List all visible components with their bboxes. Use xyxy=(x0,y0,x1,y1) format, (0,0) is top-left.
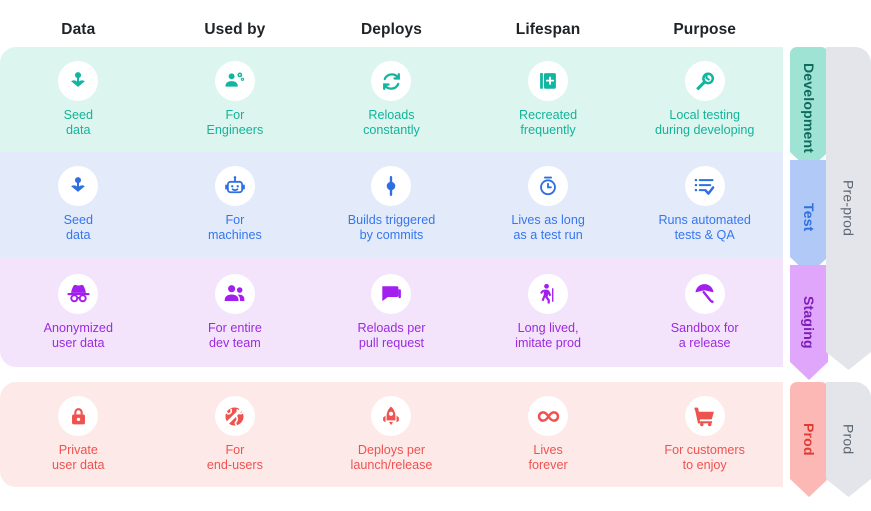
globe-blocked-icon xyxy=(214,396,255,436)
cell-label: Long lived, imitate prod xyxy=(515,320,581,350)
stage-arrow-prod[interactable]: Prod xyxy=(790,382,828,497)
column-header-row: Data Used by Deploys Lifespan Purpose xyxy=(0,14,783,46)
row-development: Seed data For Engineers R xyxy=(0,47,783,152)
cell-test-deploys: Builds triggered by commits xyxy=(313,166,470,243)
cell-label: Runs automated tests & QA xyxy=(658,213,751,242)
stage-label: Prod xyxy=(801,423,817,456)
wrench-icon xyxy=(684,61,725,101)
row-test: Seed data For machines xyxy=(0,152,783,257)
people-group-icon xyxy=(214,273,255,314)
stage-label: Test xyxy=(801,203,817,232)
cell-staging-lifespan: Long lived, imitate prod xyxy=(470,273,627,351)
cell-test-data: Seed data xyxy=(0,166,157,243)
engineer-gears-icon xyxy=(214,61,255,101)
cell-development-data: Seed data xyxy=(0,61,157,138)
flower-seedling-icon xyxy=(58,61,99,101)
cell-test-used-by: For machines xyxy=(157,166,314,243)
cell-label: Recreated frequently xyxy=(519,108,578,137)
cell-label: Sandbox for a release xyxy=(670,320,739,350)
cell-test-lifespan: Lives as long as a test run xyxy=(470,166,627,243)
stopwatch-icon xyxy=(528,166,569,206)
cell-development-used-by: For Engineers xyxy=(157,61,314,138)
cell-label: Lives as long as a test run xyxy=(511,213,585,242)
cell-prod-lifespan: Lives forever xyxy=(470,396,627,473)
cell-prod-used-by: For end-users xyxy=(157,396,314,473)
cell-label: Builds triggered by commits xyxy=(347,213,436,242)
flower-seedling-icon xyxy=(58,166,99,206)
group-label: Prod xyxy=(840,424,857,455)
refresh-loop-icon xyxy=(371,61,412,101)
infinity-icon xyxy=(528,396,569,436)
cell-label: Deploys per launch/release xyxy=(350,443,433,472)
cell-prod-data: Private user data xyxy=(0,396,157,473)
robot-icon xyxy=(214,166,255,206)
cell-staging-data: Anonymized user data xyxy=(0,273,157,351)
commit-node-icon xyxy=(371,166,412,206)
add-copy-icon xyxy=(528,61,569,101)
chat-bubble-icon xyxy=(371,273,412,314)
cell-label: For Engineers xyxy=(206,108,264,137)
cell-label: Private user data xyxy=(52,443,105,472)
stage-label: Staging xyxy=(801,296,817,349)
shopping-cart-icon xyxy=(684,396,725,436)
umbrella-icon xyxy=(684,273,725,314)
cell-label: Local testing during developing xyxy=(654,108,755,137)
stage-arrow-staging[interactable]: Staging xyxy=(790,265,828,380)
stage-label: Development xyxy=(801,63,817,154)
cell-prod-deploys: Deploys per launch/release xyxy=(313,396,470,473)
stage-arrow-development[interactable]: Development xyxy=(790,47,828,170)
column-header-deploys: Deploys xyxy=(360,21,422,38)
column-header-lifespan: Lifespan xyxy=(515,21,581,38)
cell-label: Reloads constantly xyxy=(363,108,420,137)
cell-label: For end-users xyxy=(206,443,263,472)
group-column-prod[interactable]: Prod xyxy=(826,382,871,497)
walking-person-icon xyxy=(528,273,569,314)
group-column-pre-prod[interactable]: Pre-prod xyxy=(826,47,871,370)
cell-label: Seed data xyxy=(63,108,93,137)
cell-development-purpose: Local testing during developing xyxy=(626,61,783,138)
cell-prod-purpose: For customers to enjoy xyxy=(626,396,783,473)
cell-development-deploys: Reloads constantly xyxy=(313,61,470,138)
column-header-used-by: Used by xyxy=(204,21,266,38)
row-staging: Anonymized user data For entire dev team xyxy=(0,257,783,367)
column-header-data: Data xyxy=(61,21,96,38)
row-prod: Private user data For end-users xyxy=(0,382,783,487)
group-label: Pre-prod xyxy=(840,180,857,237)
cell-staging-deploys: Reloads per pull request xyxy=(313,273,470,351)
cell-label: For machines xyxy=(207,213,262,242)
cell-test-purpose: Runs automated tests & QA xyxy=(626,166,783,243)
cell-staging-purpose: Sandbox for a release xyxy=(626,273,783,351)
cell-label: Anonymized user data xyxy=(43,320,113,350)
cell-label: Reloads per pull request xyxy=(357,320,426,350)
cell-label: For customers to enjoy xyxy=(664,443,745,472)
cell-label: For entire dev team xyxy=(207,320,262,350)
cell-label: Seed data xyxy=(63,213,93,242)
cell-staging-used-by: For entire dev team xyxy=(157,273,314,351)
cell-label: Lives forever xyxy=(528,443,568,472)
lock-icon xyxy=(58,396,99,436)
stage-arrow-test[interactable]: Test xyxy=(790,160,828,275)
rocket-icon xyxy=(371,396,412,436)
cell-development-lifespan: Recreated frequently xyxy=(470,61,627,138)
column-header-purpose: Purpose xyxy=(673,21,737,38)
checklist-icon xyxy=(684,166,725,206)
incognito-icon xyxy=(58,273,99,314)
